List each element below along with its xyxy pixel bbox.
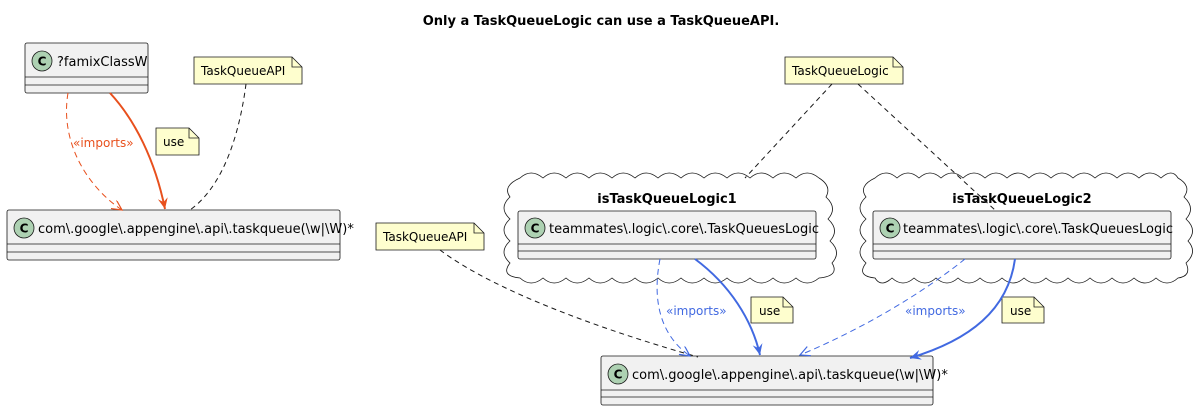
imports-label-mid: «imports» — [666, 304, 727, 318]
note-link-api-top — [189, 83, 247, 211]
svg-text:use: use — [759, 304, 780, 318]
imports-label-right: «imports» — [905, 304, 966, 318]
note-link-logic-2 — [857, 83, 996, 211]
note-use-right: use — [1001, 296, 1045, 324]
class-name: teammates\.logic\.core\.TaskQueuesLogic — [549, 222, 819, 237]
note-taskqueueapi-top: TaskQueueAPI — [193, 56, 303, 85]
imports-arrow-right — [800, 258, 966, 355]
class-name: teammates\.logic\.core\.TaskQueuesLogic — [903, 222, 1173, 237]
use-arrow-mid — [694, 258, 763, 356]
svg-text:C: C — [886, 222, 895, 236]
class-name: ?famixClassW — [57, 55, 148, 70]
use-arrow-left — [109, 92, 168, 210]
class-name: com\.google\.appengine\.api\.taskqueue(\… — [38, 222, 354, 237]
use-arrow-right — [909, 258, 1016, 360]
svg-text:C: C — [614, 368, 623, 382]
svg-text:C: C — [531, 222, 540, 236]
package-name: isTaskQueueLogic2 — [952, 192, 1091, 207]
note-taskqueuelogic: TaskQueueLogic — [784, 56, 904, 85]
note-link-api-mid — [439, 249, 699, 358]
class-taskqueue-api-left: C com\.google\.appengine\.api\.taskqueue… — [6, 209, 354, 261]
imports-arrow-left — [66, 92, 122, 210]
class-icon: C — [607, 363, 629, 385]
svg-text:TaskQueueLogic: TaskQueueLogic — [791, 64, 889, 78]
note-use-mid: use — [750, 296, 794, 324]
class-icon: C — [524, 217, 546, 239]
svg-text:use: use — [163, 135, 184, 149]
svg-text:TaskQueueAPI: TaskQueueAPI — [382, 230, 467, 244]
svg-text:C: C — [38, 55, 47, 69]
svg-text:C: C — [20, 222, 29, 236]
class-icon: C — [31, 50, 53, 72]
class-name: com\.google\.appengine\.api\.taskqueue(\… — [632, 368, 948, 383]
note-link-logic-1 — [744, 83, 833, 179]
class-icon: C — [879, 217, 901, 239]
class-famix: C ?famixClassW — [24, 42, 149, 94]
note-taskqueueapi-mid: TaskQueueAPI — [375, 222, 485, 251]
package-name: isTaskQueueLogic1 — [597, 192, 736, 207]
svg-text:use: use — [1010, 304, 1031, 318]
imports-label-left: «imports» — [73, 136, 134, 150]
svg-text:TaskQueueAPI: TaskQueueAPI — [200, 64, 285, 78]
class-taskqueue-api-right: C com\.google\.appengine\.api\.taskqueue… — [600, 355, 948, 406]
imports-arrow-mid — [656, 258, 690, 356]
diagram-title: Only a TaskQueueLogic can use a TaskQueu… — [423, 14, 780, 29]
note-use-left: use — [155, 127, 200, 156]
class-taskqueueslogic-2: C teammates\.logic\.core\.TaskQueuesLogi… — [872, 210, 1173, 260]
class-taskqueueslogic-1: C teammates\.logic\.core\.TaskQueuesLogi… — [517, 210, 819, 260]
class-icon: C — [13, 217, 35, 239]
